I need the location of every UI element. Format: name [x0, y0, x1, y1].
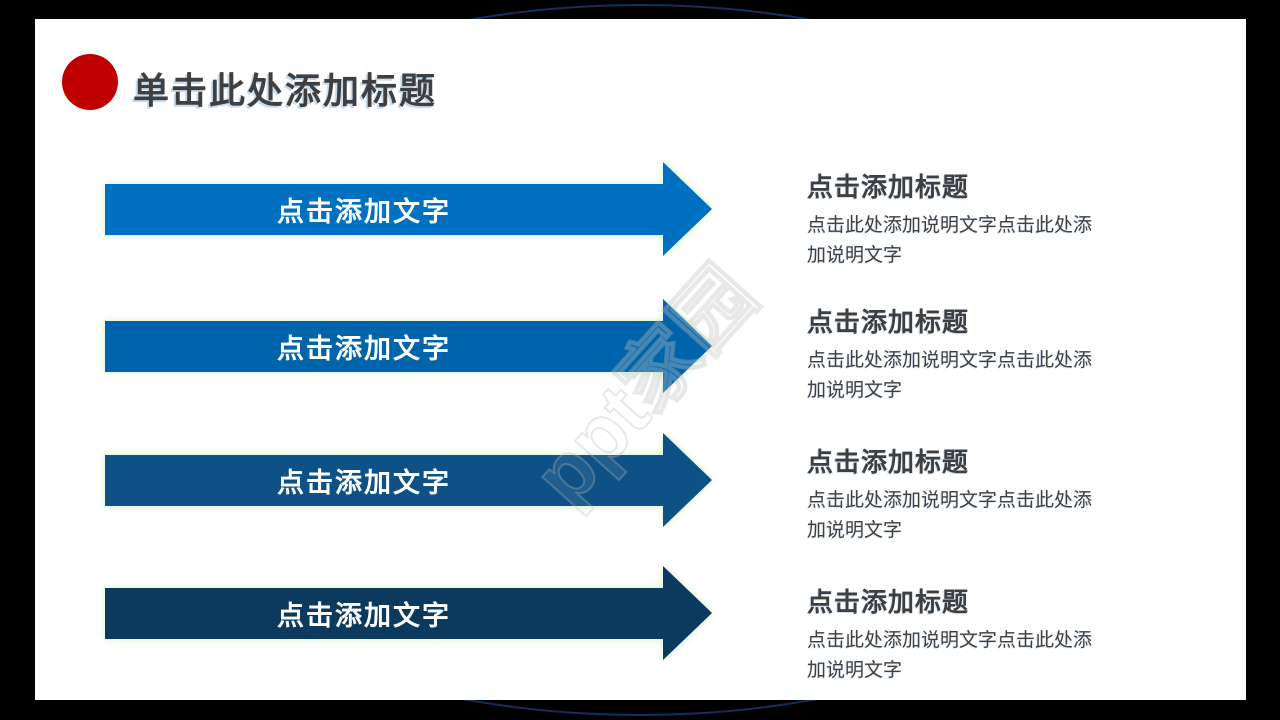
info-heading-placeholder[interactable]: 点击添加标题	[807, 587, 970, 617]
title-accent-circle	[62, 54, 118, 110]
arrow-shape-2[interactable]: 点击添加文字	[105, 299, 712, 394]
info-body-placeholder[interactable]: 点击此处添加说明文字点击此处添加说明文字	[807, 350, 1093, 401]
slide-title-placeholder[interactable]: 单击此处添加标题	[133, 70, 438, 111]
info-block-4: 点击添加标题 点击此处添加说明文字点击此处添加说明文字	[807, 582, 1107, 686]
arrow-bar: 点击添加文字	[105, 184, 663, 235]
info-body-placeholder[interactable]: 点击此处添加说明文字点击此处添加说明文字	[807, 490, 1093, 541]
arrow-head-icon	[663, 566, 712, 660]
arrow-label[interactable]: 点击添加文字	[277, 601, 451, 631]
info-body-placeholder[interactable]: 点击此处添加说明文字点击此处添加说明文字	[807, 630, 1093, 681]
arrow-bar: 点击添加文字	[105, 455, 663, 506]
arrow-head-icon	[663, 433, 712, 527]
info-heading-placeholder[interactable]: 点击添加标题	[807, 447, 970, 477]
slide-canvas: 单击此处添加标题 点击添加文字 点击添加文字 点击添加文字 点击添加文字 点击添…	[35, 19, 1246, 700]
arrow-label[interactable]: 点击添加文字	[277, 197, 451, 227]
arrow-label[interactable]: 点击添加文字	[277, 468, 451, 498]
info-heading-placeholder[interactable]: 点击添加标题	[807, 172, 970, 202]
arrow-shape-1[interactable]: 点击添加文字	[105, 162, 712, 257]
arrow-shape-4[interactable]: 点击添加文字	[105, 566, 712, 661]
info-block-1: 点击添加标题 点击此处添加说明文字点击此处添加说明文字	[807, 167, 1107, 271]
arrow-head-icon	[663, 162, 712, 256]
arrow-head-icon	[663, 299, 712, 393]
info-block-3: 点击添加标题 点击此处添加说明文字点击此处添加说明文字	[807, 442, 1107, 546]
info-heading-placeholder[interactable]: 点击添加标题	[807, 307, 970, 337]
info-block-2: 点击添加标题 点击此处添加说明文字点击此处添加说明文字	[807, 302, 1107, 406]
info-body-placeholder[interactable]: 点击此处添加说明文字点击此处添加说明文字	[807, 215, 1093, 266]
arrow-bar: 点击添加文字	[105, 321, 663, 372]
arrow-shape-3[interactable]: 点击添加文字	[105, 433, 712, 528]
arrow-label[interactable]: 点击添加文字	[277, 334, 451, 364]
arrow-bar: 点击添加文字	[105, 588, 663, 639]
